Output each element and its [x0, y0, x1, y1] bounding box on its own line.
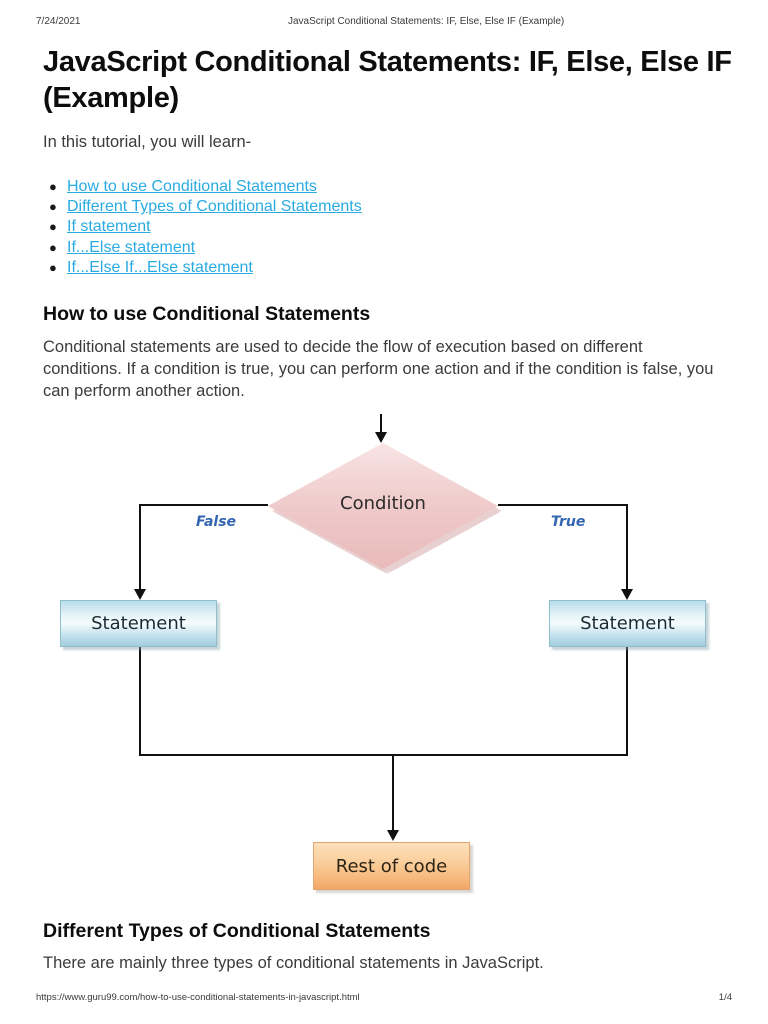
false-branch-label: False [196, 514, 237, 530]
statement-node-right: Statement [549, 600, 706, 647]
conditional-flowchart-diagram: Condition False True Statement Statement… [0, 410, 768, 910]
section-heading-different-types: Different Types of Conditional Statement… [43, 920, 431, 942]
section-body-how-to-use: Conditional statements are used to decid… [43, 338, 714, 400]
true-branch-label: True [551, 514, 586, 530]
intro-text: In this tutorial, you will learn- [43, 133, 252, 151]
toc-link-if-else-statement[interactable]: If...Else statement [67, 238, 196, 256]
rest-of-code-node: Rest of code [313, 842, 470, 890]
print-footer-url: https://www.guru99.com/how-to-use-condit… [36, 992, 360, 1003]
bullet-icon: ● [49, 219, 57, 235]
toc-link-different-types[interactable]: Different Types of Conditional Statement… [67, 198, 362, 216]
toc-item: ● Different Types of Conditional Statemen… [47, 197, 362, 217]
arrowhead-into-condition [375, 432, 387, 443]
arrowhead-into-left-statement [134, 589, 146, 600]
bullet-icon: ● [49, 239, 57, 255]
flowchart-connectors [134, 414, 633, 841]
print-header-date: 7/24/2021 [36, 16, 81, 27]
toc-list: ● How to use Conditional Statements ● Diff… [47, 177, 362, 278]
toc-link-if-statement[interactable]: If statement [67, 218, 151, 236]
toc-link-if-else-if-else-statement[interactable]: If...Else If...Else statement [67, 258, 253, 276]
bullet-icon: ● [49, 259, 57, 275]
bullet-icon: ● [49, 179, 57, 194]
page-title: JavaScript Conditional Statements: IF, E… [43, 46, 732, 114]
section-body-different-types: There are mainly three types of conditio… [43, 954, 544, 972]
section-heading-how-to-use: How to use Conditional Statements [43, 303, 371, 325]
condition-label: Condition [340, 492, 426, 514]
bullet-icon: ● [49, 199, 57, 215]
toc-item: ● If...Else If...Else statement [47, 258, 362, 278]
toc-item: ● If...Else statement [47, 238, 362, 258]
toc-link-how-to-use[interactable]: How to use Conditional Statements [67, 178, 317, 195]
print-header-doc-title: JavaScript Conditional Statements: IF, E… [288, 16, 565, 27]
print-footer-page-number: 1/4 [718, 992, 732, 1003]
toc-item: ● If statement [47, 217, 362, 237]
statement-node-left: Statement [60, 600, 217, 647]
arrowhead-into-rest-of-code [387, 830, 399, 841]
arrowhead-into-right-statement [621, 589, 633, 600]
toc-item: ● How to use Conditional Statements [47, 177, 362, 197]
